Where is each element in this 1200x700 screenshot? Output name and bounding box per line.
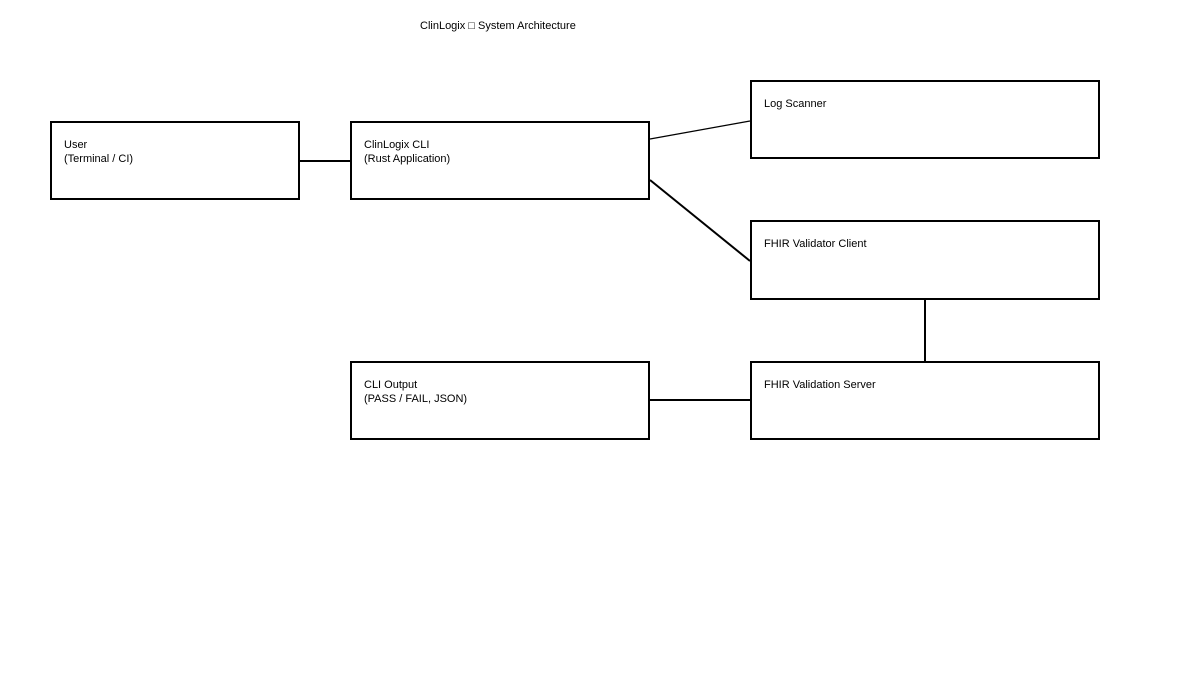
node-user: User (Terminal / CI) xyxy=(50,121,300,200)
node-label: ClinLogix CLI xyxy=(364,139,430,151)
edge-clinlogix-cli-to-fhir-validator-client xyxy=(649,179,751,262)
node-fhir-validation-server: FHIR Validation Server xyxy=(750,361,1100,440)
node-label: FHIR Validation Server xyxy=(764,379,876,391)
node-sublabel: (Terminal / CI) xyxy=(64,153,134,165)
node-sublabel: (PASS / FAIL, JSON) xyxy=(364,393,468,405)
node-label: Log Scanner xyxy=(764,98,827,110)
node-label: CLI Output xyxy=(364,379,418,391)
node-cli-output: CLI Output (PASS / FAIL, JSON) xyxy=(350,361,650,440)
node-label: User xyxy=(64,139,88,151)
node-fhir-validator-client: FHIR Validator Client xyxy=(750,220,1100,300)
diagram-title: ClinLogix □ System Architecture xyxy=(420,20,576,32)
node-log-scanner: Log Scanner xyxy=(750,80,1100,159)
edge-clinlogix-cli-to-log-scanner xyxy=(649,120,751,140)
node-clinlogix-cli: ClinLogix CLI (Rust Application) xyxy=(350,121,650,200)
node-sublabel: (Rust Application) xyxy=(364,153,451,165)
node-label: FHIR Validator Client xyxy=(764,238,867,250)
